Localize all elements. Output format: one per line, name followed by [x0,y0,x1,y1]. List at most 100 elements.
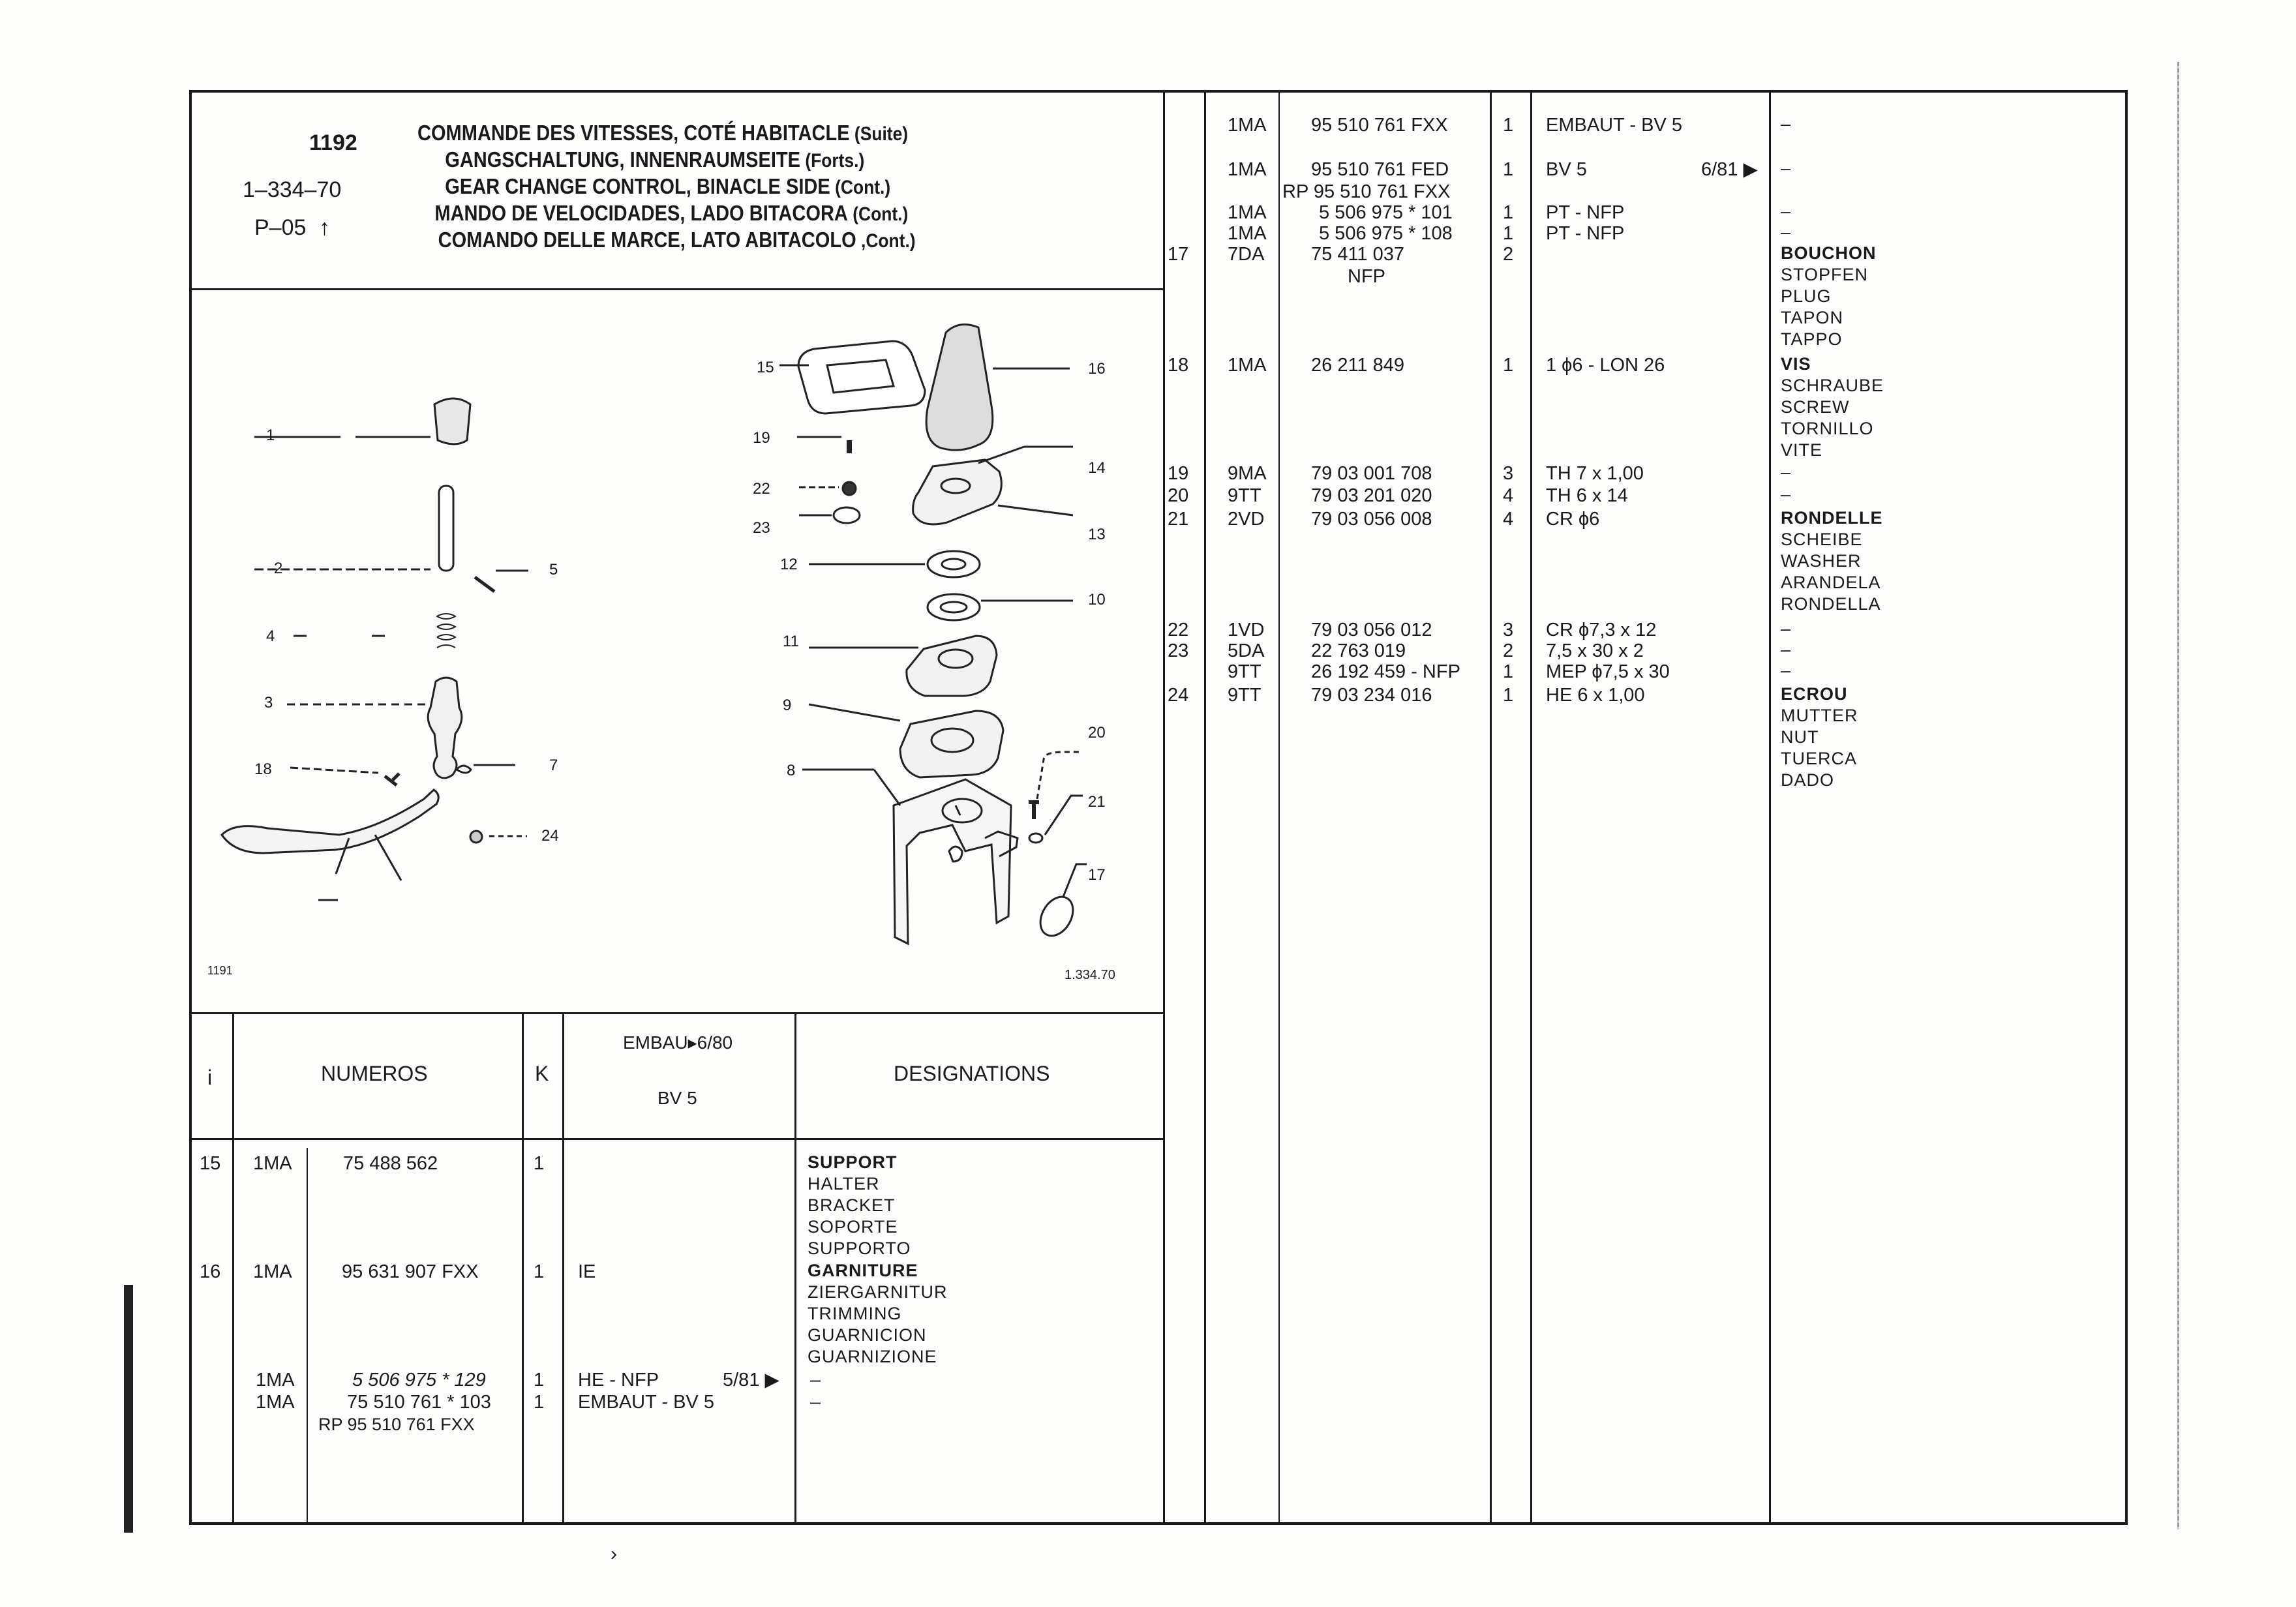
washer-21 [1028,832,1044,844]
table-row-code: 1VD [1228,620,1265,640]
col-numbers-header: NUMEROS [321,1062,428,1085]
designation-dash: – [1781,114,1792,134]
table-row-k: 1 [1503,685,1514,706]
designation-block: – [1781,639,1791,661]
title-de-text: GANGSCHALTUNG, INNENRAUMSEITE [445,147,801,172]
designation-it: TAPPO [1781,329,1843,349]
divider-colheads [189,1138,1164,1140]
designation-en: PLUG [1781,286,1832,306]
designation-en: SCREW [1781,397,1850,417]
table-row-condition: IE [578,1261,596,1282]
section-code-text: P–05 [254,215,307,240]
lever-rod-lower [427,676,463,779]
callout-14: 14 [1088,459,1106,477]
table-row-condition: PT - NFP [1546,202,1625,223]
designation-it: VITE [1781,440,1823,460]
table-row-code: 5DA [1228,640,1265,661]
col-k-header: K [535,1062,549,1085]
callout-18: 18 [254,760,272,778]
reference-number: 1–334–70 [243,177,342,202]
table-row-k: 4 [1503,485,1514,506]
callout-19: 19 [753,429,770,447]
screw-20 [1029,800,1039,819]
table-row-item: 23 [1168,640,1189,661]
table-row-condition: 7,5 x 30 x 2 [1546,640,1644,661]
ring-10 [926,593,981,622]
bushing-7 [455,764,472,774]
table-row-k: 1 [534,1261,545,1282]
plate-9 [899,710,1004,779]
housing-8 [892,778,1012,946]
designation-it: DADO [1781,770,1835,790]
designation-en: BRACKET [808,1195,896,1215]
col-line [1530,90,1532,1525]
designation-block: – [1781,113,1791,135]
designation-block: – [1781,618,1791,640]
designation-es: GUARNICION [808,1325,927,1345]
designation-de: MUTTER [1781,706,1858,725]
table-row-code: 1MA [1228,115,1267,136]
table-row-part: 5 506 975 * 129 [352,1370,486,1390]
title-fr-suffix: (Suite) [849,123,909,145]
callout-16: 16 [1088,360,1106,378]
title-es-suffix: (Cont.) [847,203,909,225]
table-row-condition: EMBAUT - BV 5 [578,1392,714,1413]
diagram-code-right: 1.334.70 [1065,968,1115,982]
table-row-condition: TH 6 x 14 [1546,485,1628,506]
exploded-parts-diagram [220,323,1087,946]
table-row-code: 9TT [1228,661,1261,682]
col-condition-header-top: EMBAU▸6/80 [623,1032,733,1053]
designation-es: TUERCA [1781,749,1858,768]
table-row-k: 2 [1503,640,1514,661]
callout-15: 15 [757,359,774,376]
table-row-code: 9TT [1228,685,1261,706]
designation-es: ARANDELA [1781,573,1881,592]
table-row-condition: HE 6 x 1,00 [1546,685,1645,706]
table-row-k: 1 [1503,661,1514,682]
table-row-code: 9TT [1228,485,1261,506]
designation-es: TORNILLO [1781,419,1874,438]
table-row-part: 26 192 459 - NFP [1311,661,1460,682]
designation-block: – [1781,660,1791,682]
table-row-part: 79 03 056 008 [1311,509,1432,530]
table-row-part: 22 763 019 [1311,640,1406,661]
divider-center [1163,90,1165,1525]
nut-24 [469,830,483,844]
designation-dash: – [1781,202,1792,221]
designation-dash: – [810,1392,821,1413]
table-row-k: 1 [1503,202,1514,223]
divider-header [189,288,1164,290]
callout-21: 21 [1088,793,1106,811]
table-row-code: 1MA [1228,355,1267,376]
title-de: GANGSCHALTUNG, INNENRAUMSEITE (Forts.) [445,147,915,173]
col-line [1490,90,1492,1525]
table-row-item: 18 [1168,355,1189,376]
designation-de: SCHEIBE [1781,530,1863,549]
callout-24: 24 [541,827,559,845]
col-line [794,1012,796,1525]
plate-11 [905,635,998,697]
callout-23: 23 [753,519,770,537]
table-row-k: 1 [1503,115,1514,136]
lever-bracket [335,834,402,881]
table-row-part: 95 510 761 FXX [1311,115,1448,136]
table-row-item: 16 [200,1261,221,1282]
table-row-k: 1 [1503,159,1514,180]
col-designations-header: DESIGNATIONS [894,1062,1050,1085]
table-row-part: 79 03 201 020 [1311,485,1432,506]
table-row-part: 75 411 037 [1311,244,1404,265]
table-row-code: 1MA [256,1392,295,1413]
table-row-k: 1 [1503,223,1514,244]
title-en-suffix: (Cont.) [830,177,891,198]
table-row-part: 5 506 975 * 101 [1319,202,1453,223]
callout-4: 4 [266,627,275,645]
section-code: P–05 ↑ [254,215,330,241]
designation-dash: – [810,1370,821,1390]
table-row-condition: MEP ϕ7,5 x 30 [1546,661,1670,682]
table-row-k: 1 [1503,355,1514,376]
callout-7: 7 [549,757,558,774]
designation-it: RONDELLA [1781,594,1881,614]
table-row-condition: PT - NFP [1546,223,1625,244]
spring-coil [435,613,457,648]
